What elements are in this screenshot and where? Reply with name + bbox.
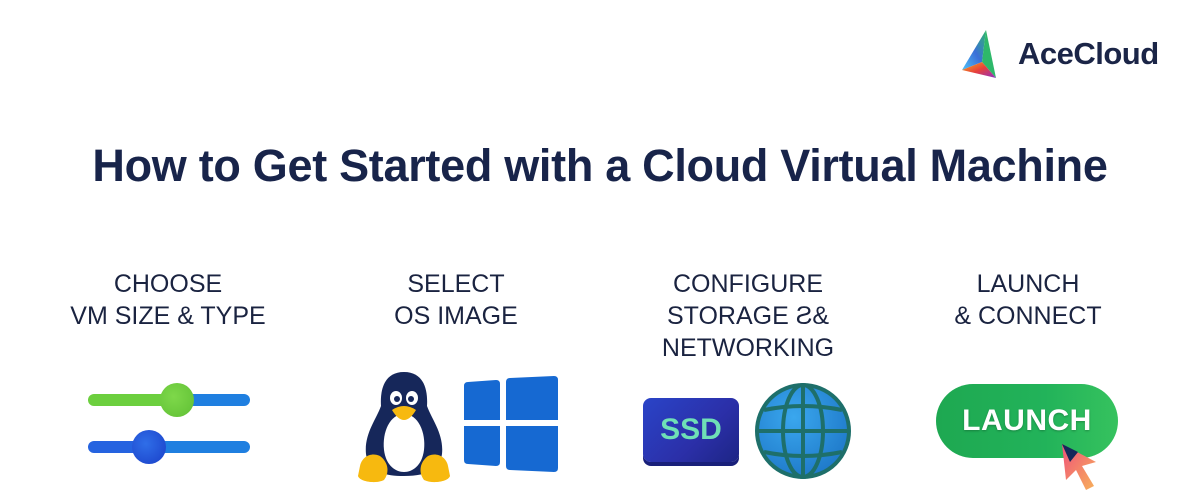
brand-logo: AceCloud — [956, 26, 1159, 82]
linux-penguin-icon — [358, 372, 450, 483]
cursor-icon — [1062, 444, 1096, 490]
page-title: How to Get Started with a Cloud Virtual … — [92, 140, 1108, 191]
step-launch-connect: LAUNCH & CONNECT — [898, 268, 1158, 332]
globe-icon — [755, 383, 851, 479]
step-label: CHOOSE VM SIZE & TYPE — [70, 270, 266, 330]
ssd-icon: SSD — [643, 398, 739, 462]
step-choose-vm: CHOOSE VM SIZE & TYPE — [38, 268, 298, 332]
step-label: SELECT OS IMAGE — [394, 270, 518, 330]
launch-button[interactable]: LAUNCH — [936, 384, 1118, 458]
step-configure-storage: CONFIGURE STORAGE Ƨ& NETWORKING — [618, 268, 878, 364]
windows-logo-icon — [464, 376, 558, 472]
step-label: CONFIGURE STORAGE Ƨ& NETWORKING — [661, 270, 835, 362]
sliders-icon — [88, 382, 253, 468]
step-label: LAUNCH & CONNECT — [954, 270, 1102, 330]
acecloud-logo-icon — [962, 30, 996, 78]
brand-name: AceCloud — [1018, 36, 1159, 71]
step-select-os: SELECT OS IMAGE — [326, 268, 586, 332]
